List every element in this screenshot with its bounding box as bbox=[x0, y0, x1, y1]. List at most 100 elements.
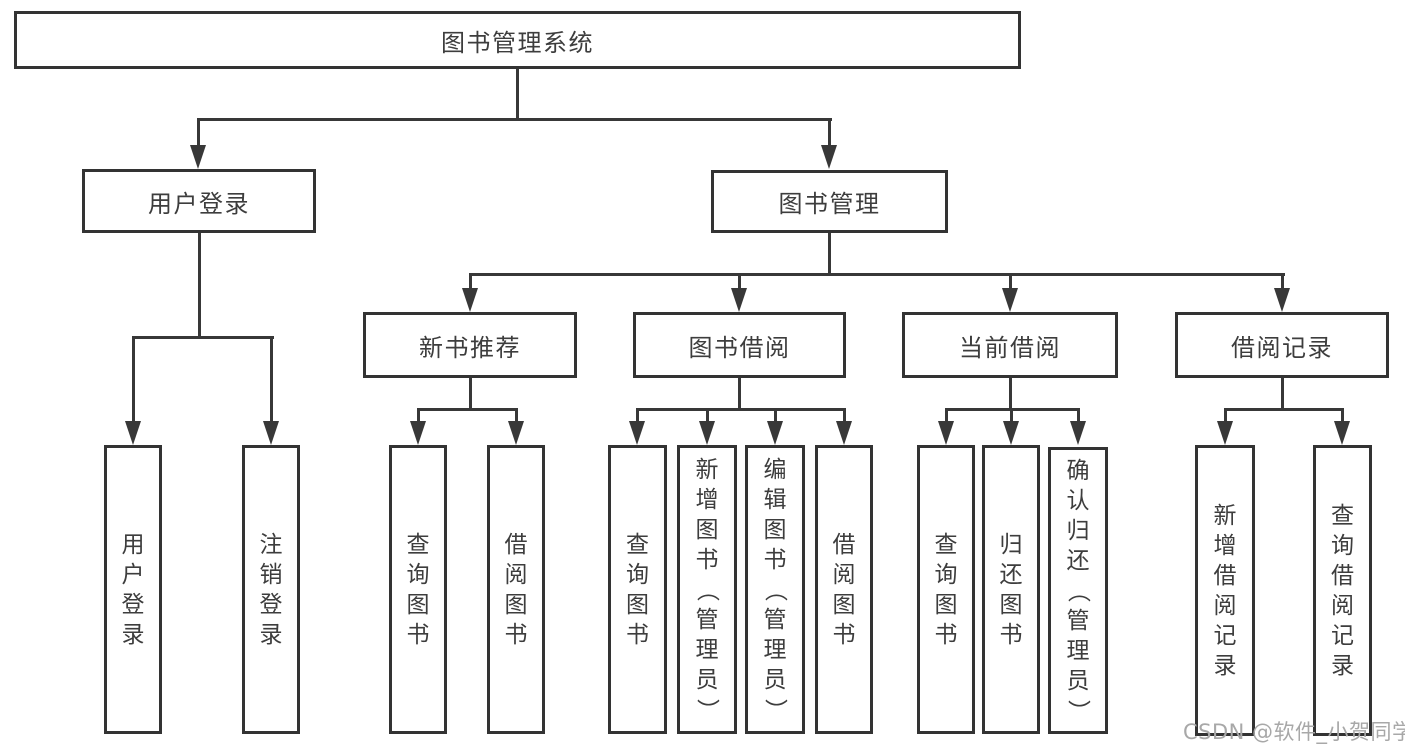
vertical-char: 阅 bbox=[832, 561, 856, 588]
connector-line bbox=[1281, 273, 1284, 290]
vertical-char: 图 bbox=[832, 591, 856, 618]
arrowhead-down-icon bbox=[410, 421, 426, 445]
vertical-char: 认 bbox=[1066, 487, 1090, 514]
vertical-char: 书 bbox=[763, 546, 787, 573]
arrowhead-down-icon bbox=[1003, 421, 1019, 445]
vertical-char: 阅 bbox=[1213, 592, 1237, 619]
vertical-char: 录 bbox=[1213, 652, 1237, 679]
leaf-user-login: 用户登录 bbox=[104, 445, 162, 734]
vertical-char: 查 bbox=[626, 531, 649, 558]
vertical-char: 询 bbox=[626, 561, 649, 588]
connector-line bbox=[945, 408, 948, 423]
vertical-char: 询 bbox=[1331, 532, 1354, 559]
vertical-char: 书 bbox=[695, 546, 719, 573]
vertical-char: ） bbox=[1065, 699, 1091, 722]
leaf-add-borrow-record: 新增借阅记录 bbox=[1195, 445, 1255, 736]
vertical-char: 借 bbox=[1213, 562, 1237, 589]
vertical-char: 图 bbox=[763, 516, 787, 543]
vertical-char: 用 bbox=[121, 531, 145, 558]
connector-line bbox=[132, 336, 135, 423]
vertical-char: 管 bbox=[1066, 607, 1090, 634]
vertical-char: 查 bbox=[934, 531, 958, 558]
vertical-char: （ bbox=[762, 578, 788, 601]
connector-line bbox=[516, 69, 519, 118]
vertical-char: 理 bbox=[1066, 637, 1090, 664]
vertical-char: 员 bbox=[1066, 667, 1090, 694]
vertical-char: 员 bbox=[763, 666, 787, 693]
vertical-char: 借 bbox=[504, 531, 528, 558]
vertical-char: 新 bbox=[695, 456, 719, 483]
vertical-char: 理 bbox=[763, 636, 787, 663]
vertical-char: 录 bbox=[121, 621, 145, 648]
vertical-char: 记 bbox=[1331, 622, 1354, 649]
leaf-query-books-borrow: 查询图书 bbox=[608, 445, 667, 734]
arrowhead-down-icon bbox=[125, 421, 141, 445]
vertical-char: 管 bbox=[763, 606, 787, 633]
connector-line bbox=[469, 378, 472, 408]
connector-line bbox=[636, 408, 639, 423]
vertical-char: 图 bbox=[406, 591, 430, 618]
arrowhead-down-icon bbox=[836, 421, 852, 445]
vertical-char: 书 bbox=[832, 621, 856, 648]
node-library-management-system: 图书管理系统 bbox=[14, 11, 1021, 69]
vertical-char: 查 bbox=[1331, 502, 1354, 529]
vertical-char: 书 bbox=[504, 621, 528, 648]
arrowhead-down-icon bbox=[1334, 421, 1350, 445]
connector-line bbox=[1224, 408, 1227, 423]
vertical-char: 书 bbox=[934, 621, 958, 648]
vertical-char: 归 bbox=[1066, 517, 1090, 544]
connector-line bbox=[843, 408, 846, 423]
connector-line bbox=[828, 118, 831, 147]
node-book-borrowing: 图书借阅 bbox=[633, 312, 846, 378]
connector-line bbox=[469, 273, 1285, 276]
vertical-char: 员 bbox=[695, 666, 719, 693]
vertical-char: 登 bbox=[259, 591, 283, 618]
vertical-char: 图 bbox=[999, 591, 1023, 618]
arrowhead-down-icon bbox=[699, 421, 715, 445]
vertical-char: 登 bbox=[121, 591, 145, 618]
leaf-add-book-admin: 新增图书（管理员） bbox=[677, 445, 737, 734]
vertical-char: 录 bbox=[259, 621, 283, 648]
vertical-char: 图 bbox=[934, 591, 958, 618]
connector-line bbox=[198, 233, 201, 336]
leaf-borrow-books: 借阅图书 bbox=[815, 445, 873, 734]
leaf-query-books-recommend: 查询图书 bbox=[389, 445, 447, 734]
arrowhead-down-icon bbox=[190, 145, 206, 169]
vertical-char: 询 bbox=[934, 561, 958, 588]
arrowhead-down-icon bbox=[462, 288, 478, 312]
connector-line bbox=[1010, 408, 1013, 423]
connector-line bbox=[197, 118, 200, 147]
vertical-char: 注 bbox=[259, 531, 283, 558]
vertical-char: 理 bbox=[695, 636, 719, 663]
arrowhead-down-icon bbox=[508, 421, 524, 445]
vertical-char: 户 bbox=[121, 561, 145, 588]
leaf-borrow-books-recommend: 借阅图书 bbox=[487, 445, 545, 734]
connector-line bbox=[706, 408, 709, 423]
node-current-borrowing: 当前借阅 bbox=[902, 312, 1118, 378]
leaf-confirm-return-admin: 确认归还（管理员） bbox=[1048, 447, 1108, 734]
arrowhead-down-icon bbox=[938, 421, 954, 445]
connector-line bbox=[1341, 408, 1344, 423]
connector-line bbox=[469, 273, 472, 290]
vertical-char: 销 bbox=[259, 561, 283, 588]
leaf-return-book: 归还图书 bbox=[982, 445, 1040, 734]
vertical-char: 新 bbox=[1213, 502, 1237, 529]
vertical-char: 书 bbox=[999, 621, 1023, 648]
vertical-char: 借 bbox=[1331, 562, 1354, 589]
connector-line bbox=[636, 408, 846, 411]
connector-line bbox=[774, 408, 777, 423]
vertical-char: 图 bbox=[626, 591, 649, 618]
arrowhead-down-icon bbox=[767, 421, 783, 445]
vertical-char: 还 bbox=[999, 561, 1023, 588]
arrowhead-down-icon bbox=[629, 421, 645, 445]
vertical-char: 借 bbox=[832, 531, 856, 558]
vertical-char: （ bbox=[694, 578, 720, 601]
vertical-char: 书 bbox=[626, 621, 649, 648]
csdn-watermark: CSDN @软件_小贺同学 bbox=[1183, 720, 1405, 744]
arrowhead-down-icon bbox=[821, 145, 837, 169]
connector-line bbox=[1009, 378, 1012, 408]
node-borrowing-records: 借阅记录 bbox=[1175, 312, 1389, 378]
vertical-char: 编 bbox=[763, 456, 787, 483]
vertical-char: 录 bbox=[1331, 652, 1354, 679]
